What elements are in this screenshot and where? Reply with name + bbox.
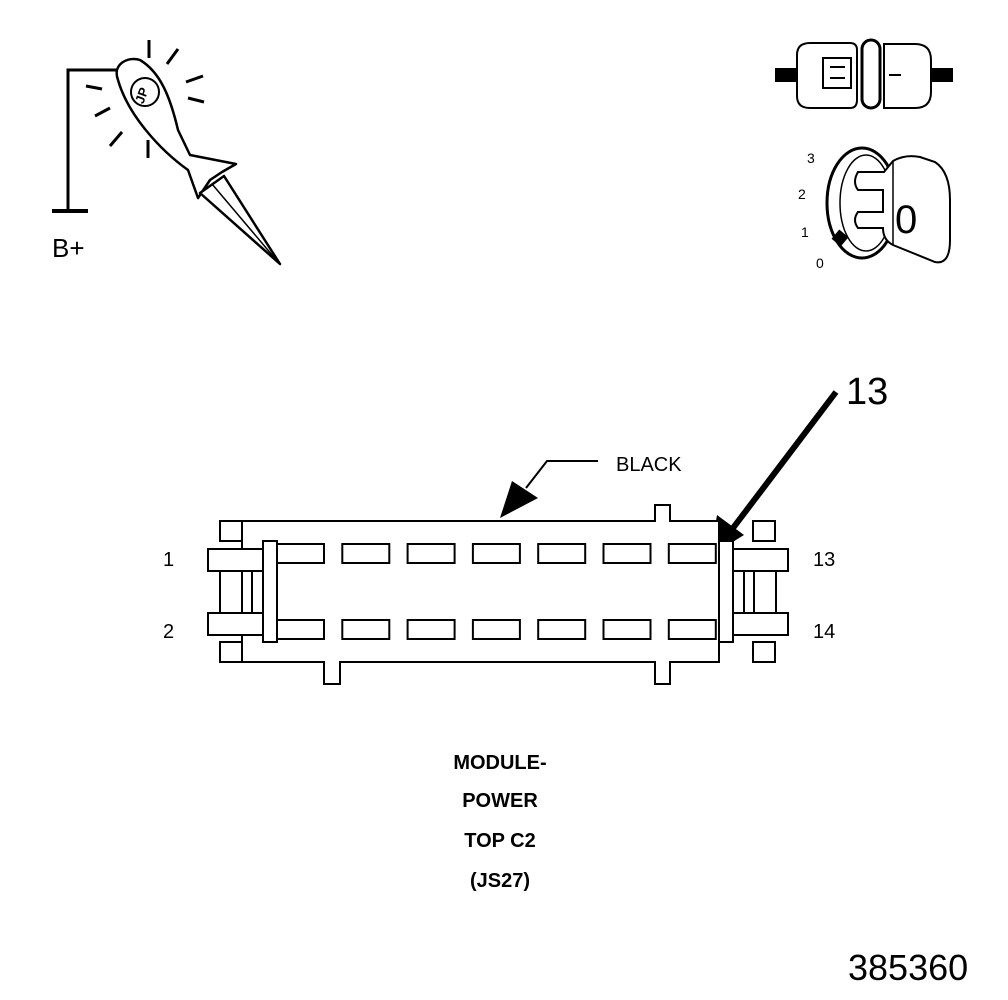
ignition-position-0: 0	[816, 255, 824, 271]
pin-label-1: 1	[163, 549, 174, 571]
cavity-6	[406, 619, 456, 640]
cavity-2	[276, 619, 325, 640]
caption-line-3: TOP C2	[464, 830, 536, 852]
pin-label-2: 2	[163, 621, 174, 643]
test-light-icon: B+ JP	[52, 40, 282, 266]
cavity-10	[537, 619, 587, 640]
cavity-1	[276, 543, 325, 564]
connector-face	[207, 504, 789, 685]
cavity-14	[667, 619, 717, 640]
light-rays	[85, 40, 205, 158]
connector-color-label: BLACK	[616, 454, 682, 476]
ignition-marker	[831, 229, 849, 247]
ignition-position-3: 3	[807, 150, 815, 166]
probe-badge-text: JP	[132, 85, 152, 105]
probe-badge	[130, 77, 160, 107]
ignition-position-2: 2	[798, 186, 806, 202]
connector-disconnect-icon	[775, 38, 953, 110]
pin-label-14: 14	[813, 621, 835, 643]
ignition-key-label: 0	[895, 198, 917, 242]
left-latch	[207, 520, 278, 663]
connector-body	[241, 504, 720, 685]
right-latch	[718, 520, 789, 663]
caption-line-4: (JS27)	[469, 870, 531, 892]
supply-wire	[66, 68, 122, 211]
cavity-3	[341, 543, 391, 564]
cavity-9	[537, 543, 587, 564]
ignition-position-1: 1	[801, 224, 809, 240]
caption-line-2: POWER	[462, 790, 538, 812]
cavity-11	[602, 543, 652, 564]
cavity-4	[341, 619, 391, 640]
figure-number: 385360	[848, 947, 968, 988]
cavity-7	[471, 543, 521, 564]
supply-label: B+	[52, 233, 85, 263]
connector-cavities	[276, 543, 717, 640]
pin-label-13: 13	[813, 549, 835, 571]
probe-body	[115, 57, 238, 200]
color-leader-head	[500, 481, 538, 518]
ignition-key	[854, 155, 951, 264]
cavity-13	[667, 543, 717, 564]
ignition-switch-icon: 3 2 1 0 0	[798, 146, 951, 271]
callout-label: 13	[846, 371, 888, 413]
cavity-12	[602, 619, 652, 640]
cavity-8	[471, 619, 521, 640]
caption-line-1: MODULE-	[453, 752, 547, 774]
callout-arrow-shaft	[727, 390, 839, 534]
color-leader-line	[525, 460, 598, 489]
cavity-5	[406, 543, 456, 564]
